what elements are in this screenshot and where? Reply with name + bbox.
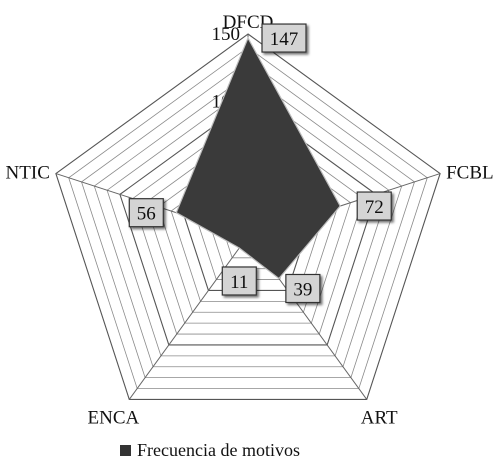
category-labels: DFCD FCBL ART ENCA NTIC	[6, 12, 494, 428]
data-label-text: 39	[293, 279, 312, 300]
data-label-ntic: 56	[128, 198, 164, 228]
tick-label: 150	[212, 24, 241, 45]
grid-ring	[119, 100, 377, 346]
grid-ring	[81, 60, 415, 379]
category-label-art: ART	[361, 407, 398, 428]
grid-ring	[68, 46, 428, 389]
data-label-box	[128, 198, 164, 228]
data-label-dfcd: 147	[261, 23, 307, 53]
data-label-text: 72	[365, 197, 384, 218]
data-label-enca: 11	[221, 266, 257, 296]
data-labels: 147 72 39 11 56	[128, 23, 392, 304]
legend-label: Frecuencia de motivos	[137, 439, 300, 460]
grid-ring	[132, 114, 364, 335]
category-label-enca: ENCA	[88, 407, 140, 428]
category-label-dfcd: DFCD	[223, 12, 274, 33]
grid-ring	[93, 73, 403, 368]
data-label-text: 11	[230, 272, 248, 293]
data-label-text: 56	[137, 204, 156, 225]
series-area	[175, 36, 341, 280]
data-label-box	[285, 273, 321, 304]
grid-ring	[145, 127, 351, 324]
category-label-ntic: NTIC	[6, 163, 50, 184]
spoke-enca	[128, 235, 249, 400]
legend: Frecuencia de motivos	[120, 439, 300, 461]
data-label-art: 39	[285, 273, 321, 304]
legend-swatch	[120, 444, 131, 456]
category-label-fcbl: FCBL	[446, 163, 494, 184]
data-label-fcbl: 72	[356, 191, 392, 221]
data-label-box	[356, 191, 392, 221]
data-label-box	[221, 266, 257, 296]
series-polygon	[175, 36, 341, 280]
grid-ring	[55, 33, 441, 400]
grid-ring	[106, 87, 390, 357]
data-label-box	[261, 23, 307, 53]
data-label-text: 147	[270, 29, 299, 50]
